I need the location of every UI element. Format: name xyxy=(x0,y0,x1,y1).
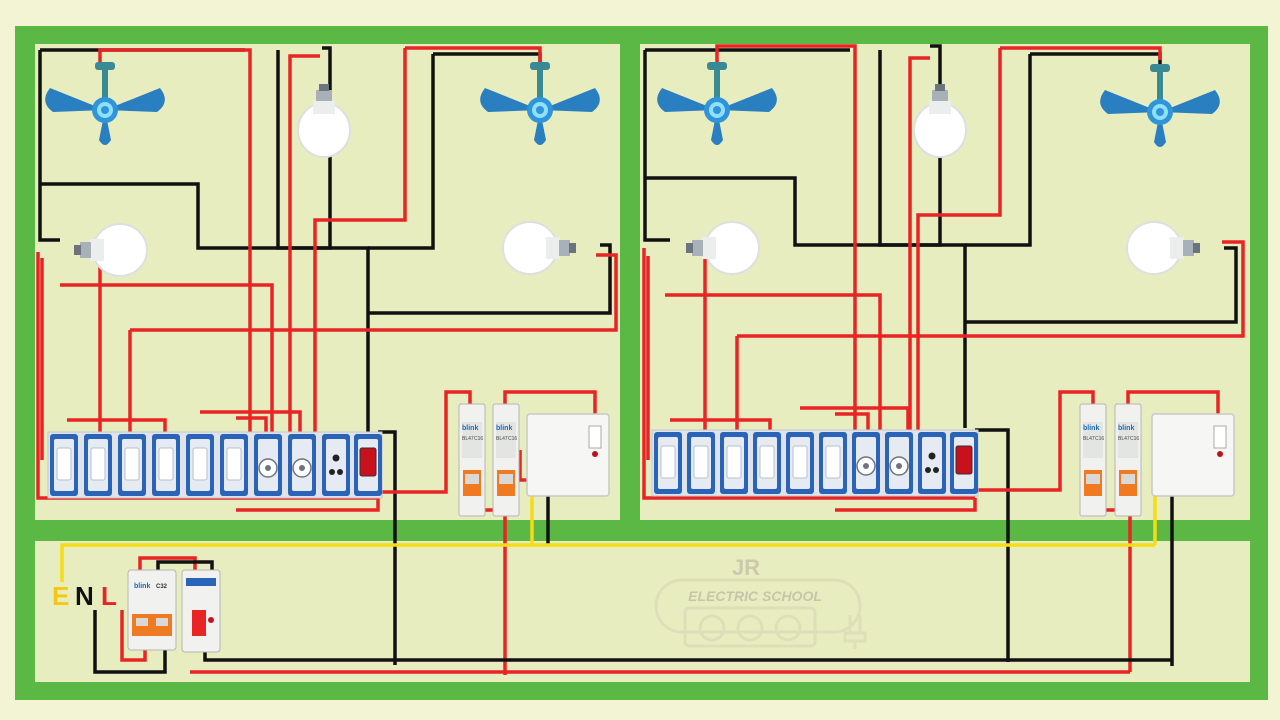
watermark-monogram: JR xyxy=(732,555,760,580)
room-1-switch-6[interactable] xyxy=(220,434,248,496)
watermark-text: ELECTRIC SCHOOL xyxy=(688,588,822,604)
room-2-wiring xyxy=(642,44,1245,672)
room-1-mcb-1[interactable] xyxy=(458,403,486,517)
room-2-switch-1[interactable] xyxy=(654,432,682,494)
main-earth-wire xyxy=(60,543,1155,582)
room-1-wiring xyxy=(36,46,618,675)
room-2-mcb-2-rating: C16 xyxy=(1130,436,1139,442)
room-2-switchboard xyxy=(651,429,979,497)
room-1-switch-2[interactable] xyxy=(84,434,112,496)
live-label: L xyxy=(101,581,117,611)
room-2-switch-6[interactable] xyxy=(819,432,847,494)
room-1-mcb-1-model: BL47 xyxy=(462,436,474,442)
room-2-mcb-1-model: BL47 xyxy=(1083,436,1095,442)
room-1-mcb-2[interactable] xyxy=(492,403,520,517)
rccb-link-neutral xyxy=(156,560,214,662)
main-mcb-brand: blink xyxy=(134,583,150,590)
watermark-logo xyxy=(654,578,867,649)
room-2-fan-regulator-1[interactable] xyxy=(852,432,880,494)
room-2-switch-5[interactable] xyxy=(786,432,814,494)
room-2-socket[interactable] xyxy=(918,432,946,494)
room-2-mcb-1[interactable] xyxy=(1079,403,1107,517)
room-2-switch-3[interactable] xyxy=(720,432,748,494)
main-mcb-rating: C32 xyxy=(156,584,168,590)
room-1-switch-4[interactable] xyxy=(152,434,180,496)
room-2-mcb-1-brand: blink xyxy=(1083,425,1099,432)
room-2-fan-regulator-2[interactable] xyxy=(885,432,913,494)
room-1-indicator xyxy=(354,434,382,496)
room-2-mcb-2[interactable] xyxy=(1114,403,1142,517)
room-1-mcb-2-rating: C16 xyxy=(508,436,517,442)
room-2-indicator xyxy=(950,432,978,494)
main-rccb[interactable] xyxy=(181,569,221,653)
room-1-mcb-2-model: BL47 xyxy=(496,436,508,442)
room-1-mcb-2-brand: blink xyxy=(496,425,512,432)
room-2-power-socket-box[interactable] xyxy=(1151,413,1235,497)
room-1-switch-1[interactable] xyxy=(50,434,78,496)
room-2-mcb-2-brand: blink xyxy=(1118,425,1134,432)
room-2-mcb-2-model: BL47 xyxy=(1118,436,1130,442)
earth-label: E xyxy=(52,581,69,611)
room-1-fan-regulator-1[interactable] xyxy=(254,434,282,496)
room-1-mcb-1-brand: blink xyxy=(462,425,478,432)
room-1-fan-regulator-2[interactable] xyxy=(288,434,316,496)
room-1-switchboard xyxy=(47,431,383,499)
room-2-switch-4[interactable] xyxy=(753,432,781,494)
main-double-pole-mcb[interactable]: blink C32 xyxy=(127,569,177,651)
room-1-power-socket-box[interactable] xyxy=(526,413,610,497)
room-1-mcb-1-rating: C16 xyxy=(474,436,483,442)
room-2-switch-2[interactable] xyxy=(687,432,715,494)
room-1-switch-5[interactable] xyxy=(186,434,214,496)
neutral-label: N xyxy=(75,581,94,611)
main-neutral-wire xyxy=(93,610,1172,674)
room-2-mcb-1-rating: C16 xyxy=(1095,436,1104,442)
room-1-socket[interactable] xyxy=(322,434,350,496)
room-1-switch-3[interactable] xyxy=(118,434,146,496)
